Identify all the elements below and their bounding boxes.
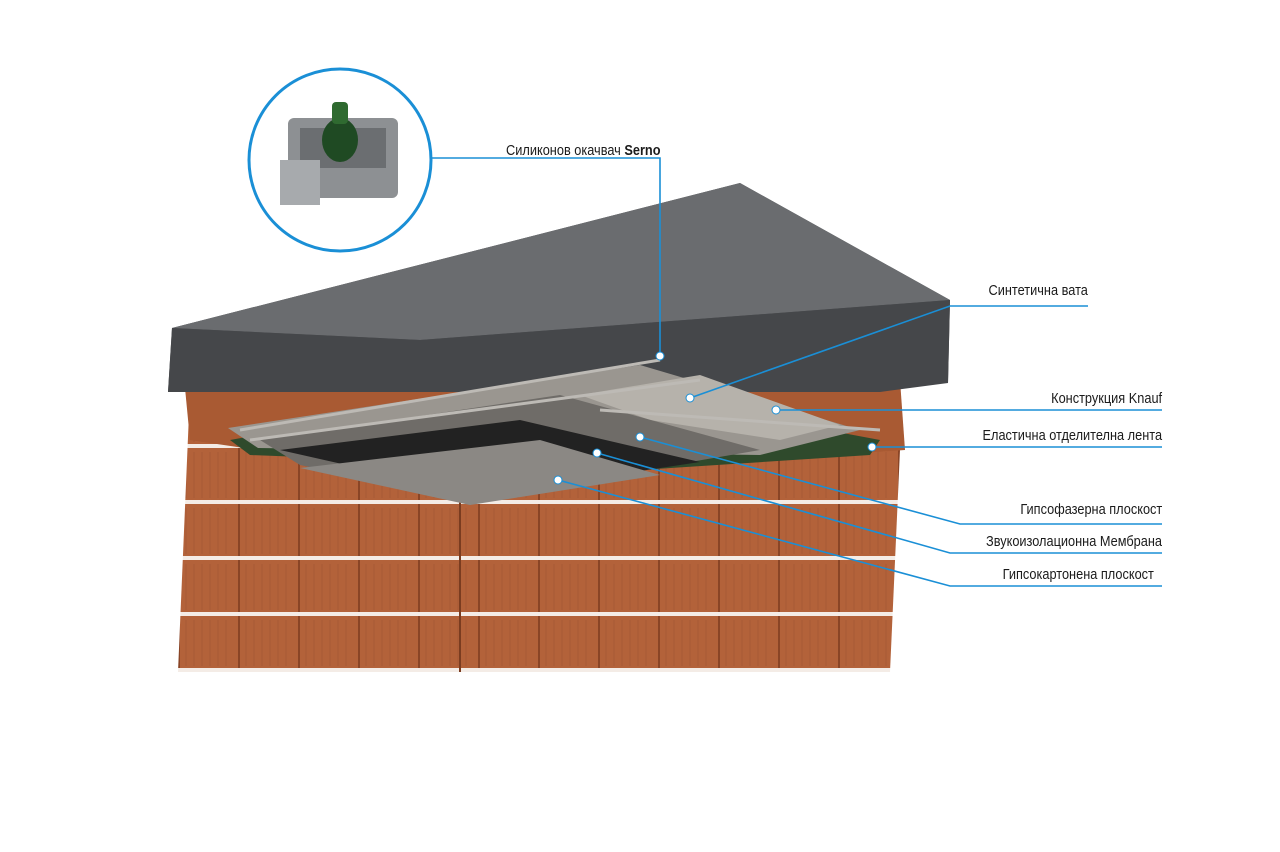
ceiling-layers xyxy=(228,358,881,505)
label-hanger: Силиконов окачвач Serno xyxy=(506,143,660,159)
concrete-slab xyxy=(168,183,950,392)
hanger-inset xyxy=(247,67,433,253)
label-fiber-board: Гипсофазерна плоскост xyxy=(1020,502,1162,518)
label-wool: Синтетична вата xyxy=(988,283,1088,299)
hanger-text: Силиконов окачвач xyxy=(505,143,621,159)
label-frame: Конструкция Knauf xyxy=(1051,391,1162,407)
label-tape: Еластична отделителна лента xyxy=(982,428,1162,444)
label-drywall: Гипсокартонена плоскост xyxy=(1002,567,1154,583)
callout-dots xyxy=(553,351,877,485)
hanger-brand: Serno xyxy=(623,143,660,159)
label-membrane: Звукоизолационна Мембрана xyxy=(985,534,1162,550)
callout-lines xyxy=(432,157,1162,587)
